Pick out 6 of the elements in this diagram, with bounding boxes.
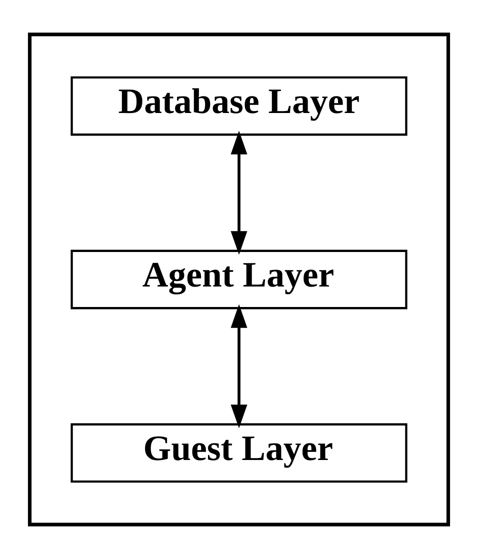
- arrow: [230, 304, 248, 428]
- node-box: Guest Layer: [70, 423, 408, 483]
- node-box: Agent Layer: [70, 250, 408, 310]
- arrow: [230, 130, 248, 255]
- cluster: [28, 32, 450, 526]
- node-box: Database Layer: [70, 76, 408, 136]
